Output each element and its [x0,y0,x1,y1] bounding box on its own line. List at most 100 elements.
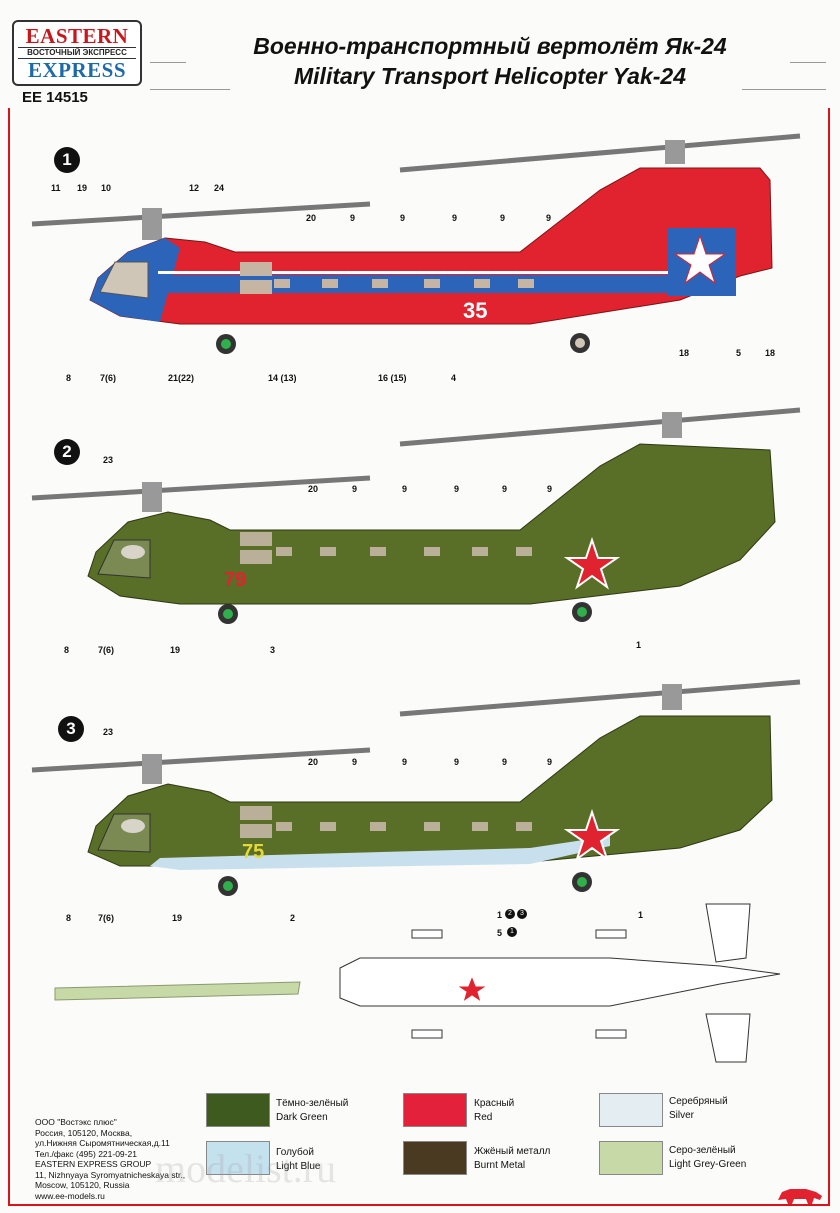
swatch-dark-green [206,1093,270,1127]
address-line: ул.Нижняя Сыромятническая,д.11 [35,1138,170,1148]
title-rule-left-bottom [150,89,230,90]
side-number-3: 75 [242,841,264,863]
helicopter-top-view [339,903,781,1063]
window-row [240,262,534,294]
callout-label: 23 [103,455,114,465]
callout-label: 9 [350,213,356,223]
swatch-silver [599,1093,663,1127]
title-rule-right-bottom [742,89,826,90]
belly-light-blue [150,836,610,870]
rear-rotor-blade [399,679,801,717]
swatch-light-blue [206,1141,270,1175]
callout-label: 4 [451,373,457,383]
rear-rotor-hub [662,412,682,438]
callout-label: 20 [308,484,319,494]
callout-label: 9 [352,484,358,494]
profile-badge-1: 1 [54,147,80,173]
callout-label: 5 [736,348,742,358]
callout-label: 9 [454,757,460,767]
callout-label: 9 [546,213,552,223]
swatch-label-ru: Красный [474,1098,515,1109]
callout-label: 19 [172,913,183,923]
swatch-label-en: Dark Green [276,1112,328,1123]
profile-badge-3: 3 [58,716,84,742]
eastern-express-logo: EASTERN ВОСТОЧНЫЙ ЭКСПРЕСС EXPRESS [12,20,142,86]
callout-label: 9 [547,757,553,767]
address-line: Moscow, 105120, Russia [35,1180,130,1190]
callout-badge: 2 [505,909,515,919]
swatch-label-ru: Серо-зелёный [669,1145,736,1156]
cockpit-window [121,545,145,559]
front-rotor-blade [31,747,371,773]
bear-icon [778,1189,822,1204]
callout-label: 9 [400,213,406,223]
swatch-burnt-metal [403,1141,467,1175]
front-rotor-blade [31,475,371,501]
address-line: Россия, 105120, Москва, [35,1127,133,1138]
callout-label: 24 [214,183,225,193]
callout-label: 20 [308,757,319,767]
callout-label: 7(6) [100,373,117,383]
callout-label: 19 [77,183,88,193]
helicopter-profile-1: 35 [31,133,801,354]
swatch-label-en: Silver [669,1110,695,1121]
callout-label: 8 [64,645,70,655]
logo-middle-text: ВОСТОЧНЫЙ ЭКСПРЕСС [18,47,136,59]
red-star-roundel [673,234,727,285]
kit-code: EE 14515 [22,89,88,106]
window-row [240,806,532,838]
callout-label: 9 [452,213,458,223]
callout-label: 9 [547,484,553,494]
red-star-roundel [563,808,621,862]
callout-label: 18 [765,348,776,358]
callout-label: 9 [402,484,408,494]
callout-label: 18 [679,348,690,358]
watermark: modelist.ru [155,1146,337,1191]
helicopter-profile-3: 75 [31,679,801,896]
rear-rotor-blade [399,133,801,173]
stripe-border [158,271,668,274]
side-number-1: 35 [463,298,487,323]
red-star-roundel [563,536,621,590]
fuselage [87,715,773,867]
rotor-blade-topview [54,981,301,1001]
callout-label: 12 [189,183,200,193]
callout-label: 10 [101,183,112,193]
callout-label: 1 [638,910,644,920]
address-line: Тел./факс (495) 221-09-21 [35,1148,137,1159]
callout-label: 9 [454,484,460,494]
title-rule-left-top [150,62,186,63]
swatch-label-ru: Жжёный металл [474,1146,551,1157]
fuselage [87,443,776,605]
sheet-border [8,108,830,1206]
swatch-light-grey-green [599,1141,663,1175]
callout-label: 9 [352,757,358,767]
front-rotor-hub [142,754,162,784]
callout-label: 11 [51,183,61,193]
callout-label: 1 [497,910,503,920]
callout-label: 23 [103,727,114,737]
callout-label: 16 (15) [378,373,407,383]
swatch-label-ru: Тёмно-зелёный [276,1098,349,1109]
address-line: www.ee-models.ru [35,1190,105,1201]
side-number-2: 79 [224,569,246,591]
swatch-label-en: Burnt Metal [474,1160,526,1171]
callout-label: 5 [497,928,503,938]
rear-rotor-hub [662,684,682,710]
rear-rotor-hub [665,140,685,164]
address-line: ООО "Востэкс плюс" [35,1117,117,1127]
callout-label: 9 [502,484,508,494]
swatch-label-en: Light Blue [276,1161,321,1172]
address-line: EASTERN EXPRESS GROUP [35,1159,152,1169]
title-english: Military Transport Helicopter Yak-24 [294,63,686,89]
callout-label: 14 (13) [268,373,297,383]
cockpit-window [121,819,145,833]
helicopter-profile-2: 79 [31,407,801,624]
callout-label: 21(22) [168,373,195,383]
address-line: 11, Nizhnyaya Syromyatnicheskaya str., [35,1169,186,1180]
callout-label: 3 [270,645,276,655]
callout-label: 20 [306,213,317,223]
logo-top-text: EASTERN [25,24,129,48]
logo-bottom-text: EXPRESS [27,58,127,82]
